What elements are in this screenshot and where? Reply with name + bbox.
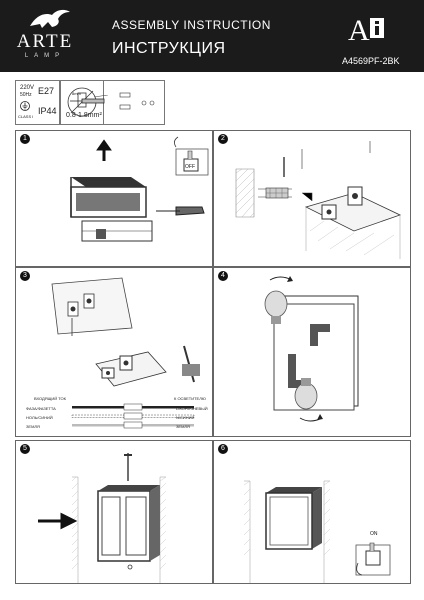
step-2-panel: 2 [213, 130, 411, 267]
wiring-row-2-left: НОЛЬ/СИНИЙ [26, 415, 53, 420]
title-english: ASSEMBLY INSTRUCTION [112, 18, 271, 32]
griffin-logo-icon [30, 9, 70, 29]
step-5-badge: 5 [20, 444, 30, 454]
corner-letter: A [348, 14, 370, 47]
wiring-row-1-right: L/КОРИЧНЕВЫЙ [176, 406, 208, 411]
step-1-badge: 1 [20, 134, 30, 144]
wiring-right-heading: К ОСВЕТИТЕЛЮ [174, 396, 206, 401]
spec-box-wire: 8mm 0.8-1.8mm² [60, 80, 165, 125]
spec-voltage: 220V [20, 85, 35, 91]
info-book-icon [370, 18, 384, 38]
step-6-badge: 6 [218, 444, 228, 454]
step-1-panel: 1 OFF [15, 130, 213, 267]
connector-detail-icon [119, 92, 155, 110]
step-3-badge: 3 [20, 271, 30, 281]
ground-icon [20, 101, 30, 111]
step-2-illustration [235, 141, 402, 259]
step-6-illustration [243, 480, 391, 583]
step-4-badge: 4 [218, 271, 228, 281]
step-6-switch-label: ON [370, 531, 378, 537]
step-2-badge: 2 [218, 134, 228, 144]
title-russian: ИНСТРУКЦИЯ [112, 40, 226, 57]
spec-frequency: 50Hz [20, 92, 32, 98]
spec-class: CLASS I [18, 114, 34, 119]
wiring-left-heading: ВХОДЯЩИЙ ТОК [34, 396, 66, 401]
wire-strip-icon [70, 95, 108, 104]
spec-protection: IP44 [38, 106, 57, 116]
step-3-panel: 3 ВХОДЯЩИЙ ТОК К ОСВЕТИТЕЛЮ ФАЗА/ФАЗЕТТА… [15, 267, 213, 437]
spec-wire-section: 0.8-1.8mm² [66, 112, 102, 119]
step-3-illustration [51, 277, 200, 387]
step-4-panel: 4 [213, 267, 411, 437]
step-6-panel: 6 ON [213, 440, 411, 584]
step-5-panel: 5 [15, 440, 213, 584]
spec-box-electrical: 220V 50Hz E27 IP44 CLASS I [15, 80, 60, 125]
step-5-illustration [38, 453, 167, 583]
wiring-row-1-left: ФАЗА/ФАЗЕТТА [26, 406, 56, 411]
wiring-row-3-right: ЗЕМЛЯ [176, 424, 190, 429]
brand-name: ARTE [16, 31, 74, 52]
wiring-row-2-right: N/СИНИЙ [176, 415, 195, 420]
brand-subtitle: LAMP [24, 53, 66, 59]
step-4-illustration [264, 276, 359, 422]
model-code: A4569PF-2BK [342, 56, 400, 66]
wiring-diagram [71, 403, 195, 429]
header-bar: ARTE LAMP ASSEMBLY INSTRUCTION ИНСТРУКЦИ… [0, 0, 424, 72]
step-1-illustration [70, 136, 209, 242]
wiring-row-3-left: ЗЕМЛЯ [26, 424, 40, 429]
spec-strip-length: 8mm [72, 91, 81, 96]
step-1-switch-label: OFF [185, 164, 195, 170]
spec-socket: E27 [38, 86, 55, 96]
